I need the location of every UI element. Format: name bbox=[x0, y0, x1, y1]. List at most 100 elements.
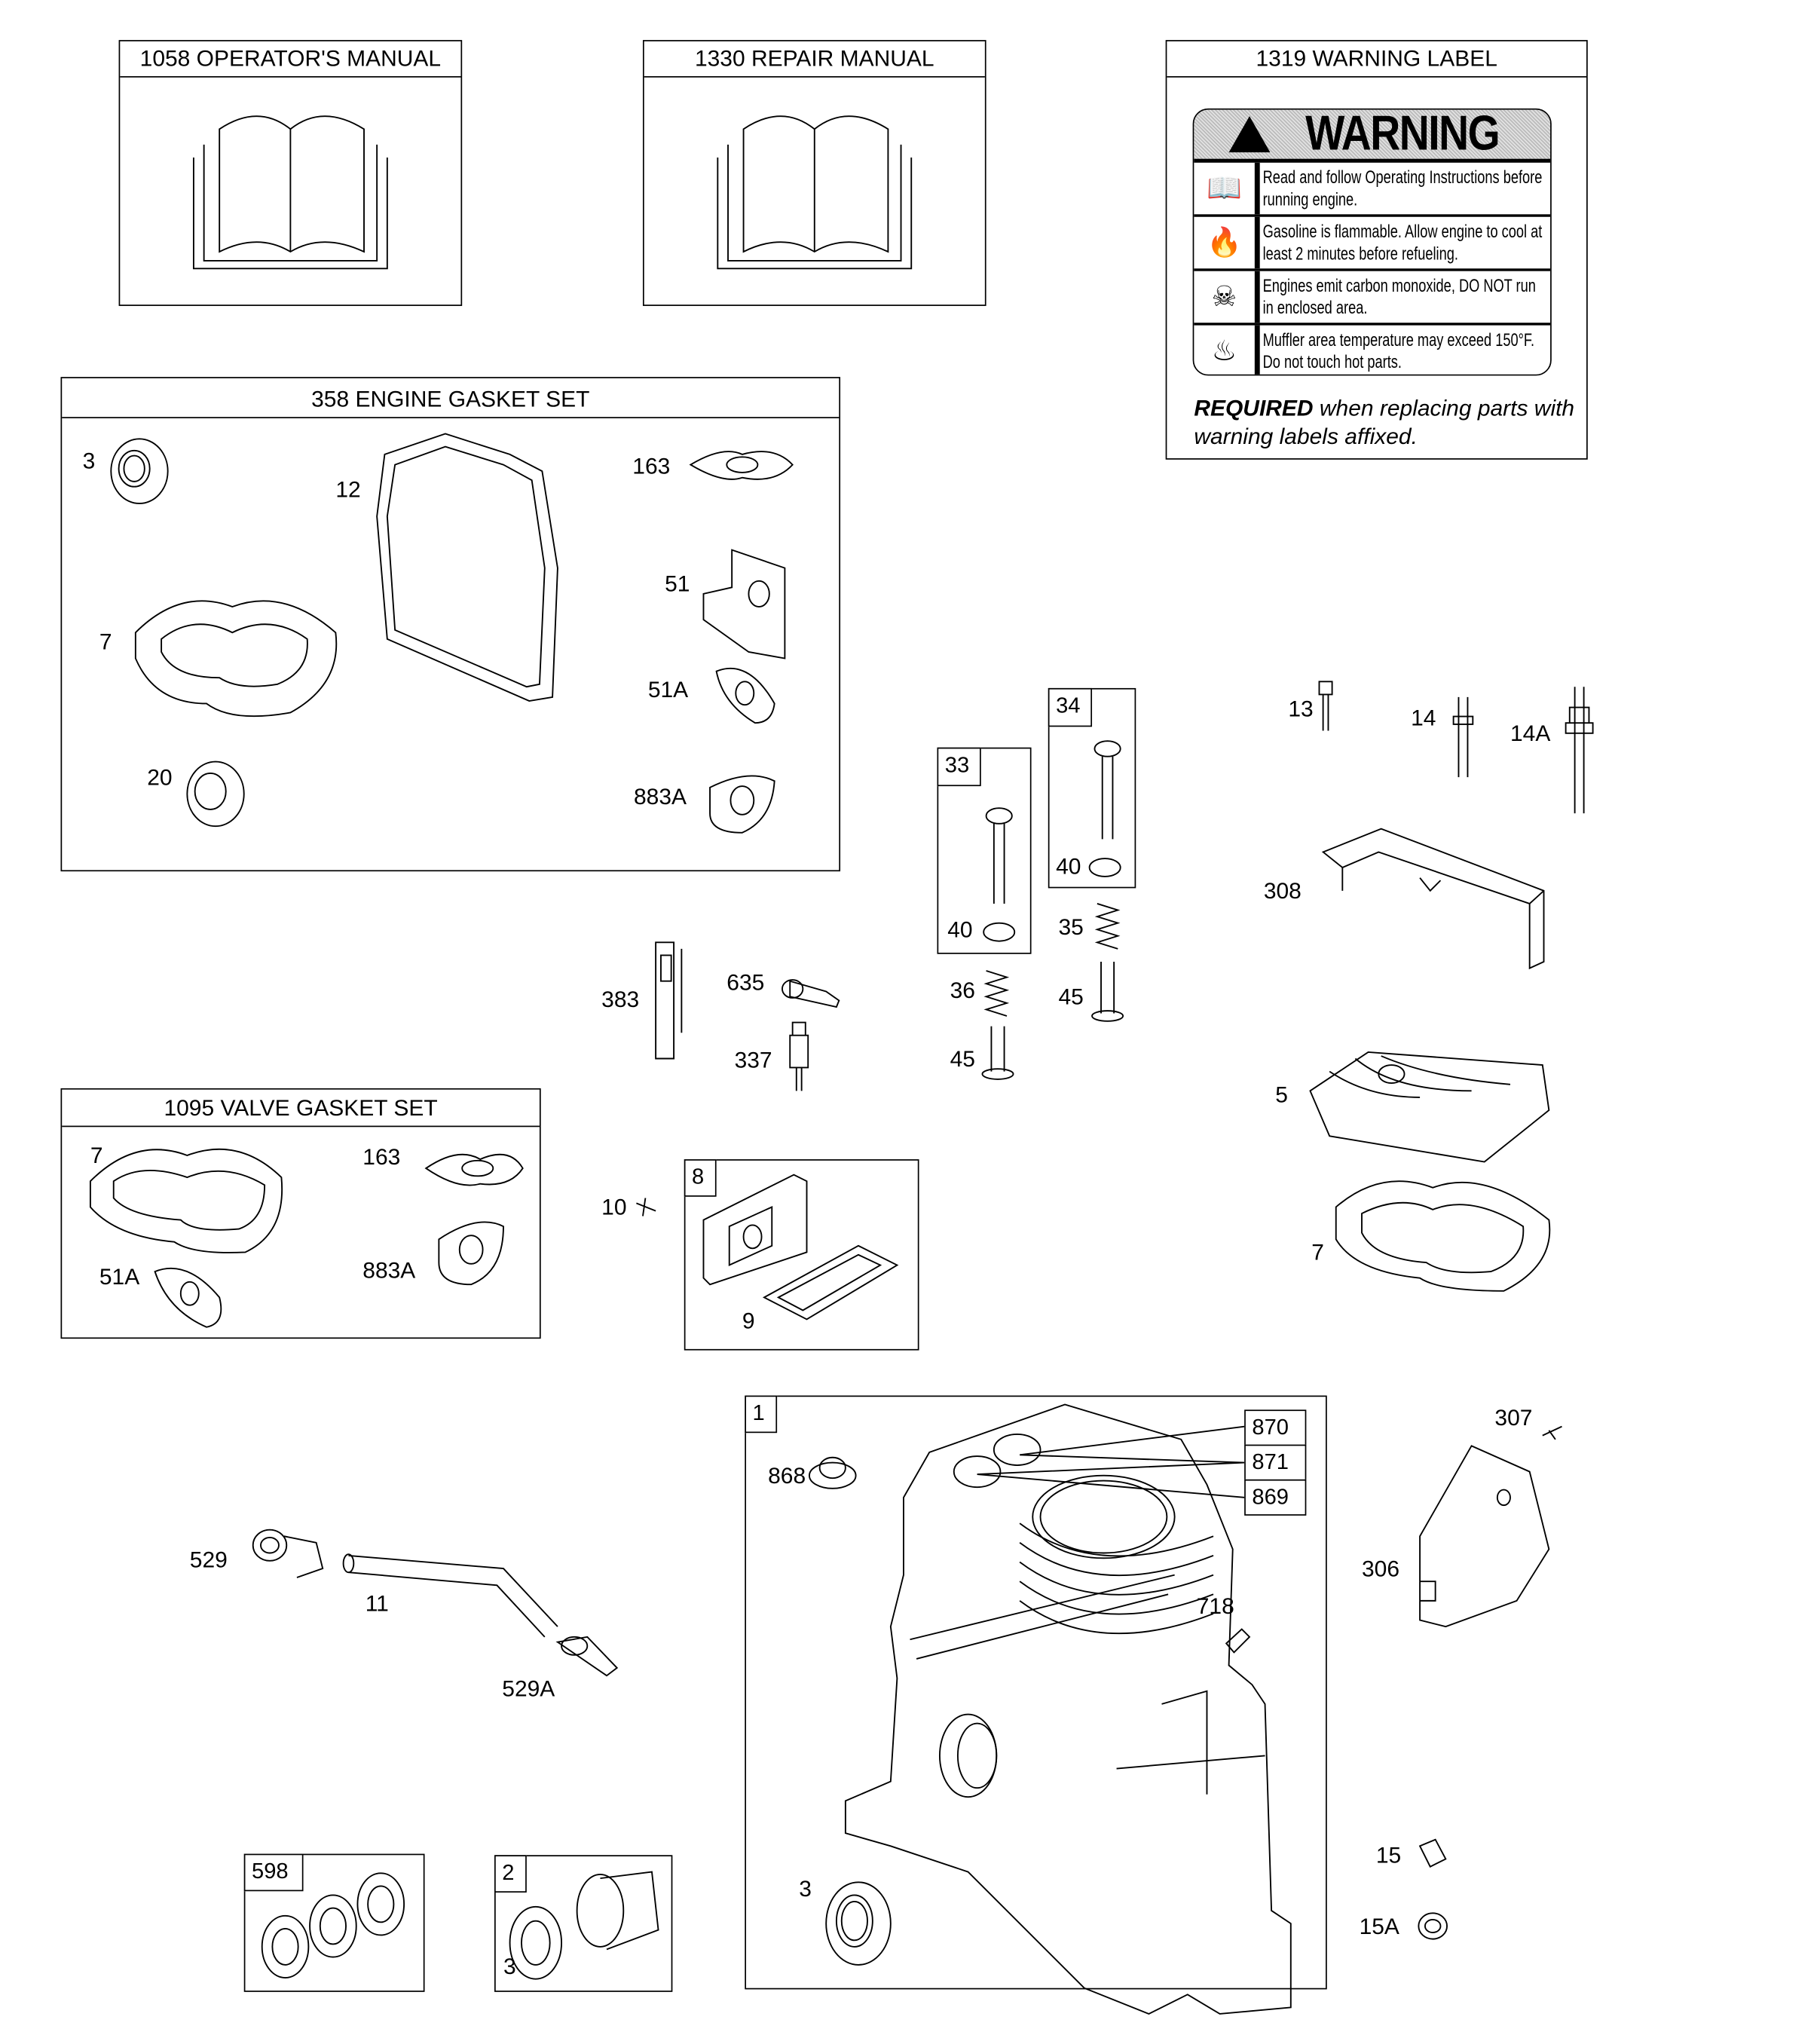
warning-text: Muffler area temperature may exceed 150°… bbox=[1262, 329, 1535, 372]
operators-manual-kit: 1058 OPERATOR'S MANUAL bbox=[118, 40, 463, 306]
retainer-40 bbox=[983, 922, 1016, 942]
kit-title: 1095 VALVE GASKET SET bbox=[62, 1090, 540, 1128]
part-tag: 869 bbox=[1244, 1479, 1307, 1516]
callout: 529A bbox=[502, 1675, 555, 1702]
warning-heading: WARNING bbox=[1305, 108, 1500, 161]
kit-598-box bbox=[243, 1853, 425, 1992]
callout: 14A bbox=[1510, 720, 1551, 746]
spark-plug-337 bbox=[789, 1021, 809, 1091]
kit-title: 358 ENGINE GASKET SET bbox=[62, 378, 840, 418]
engine-gasket-set-kit: 358 ENGINE GASKET SET bbox=[60, 377, 841, 872]
book-icon: 📖 bbox=[1194, 162, 1260, 215]
callout: 3 bbox=[82, 448, 96, 474]
valve-34-box bbox=[1048, 687, 1136, 889]
screw-307 bbox=[1542, 1425, 1562, 1440]
exhaust-gasket-163 bbox=[424, 1153, 524, 1186]
elbow-529A bbox=[555, 1636, 619, 1677]
carbon-monoxide-icon: ☠ bbox=[1194, 271, 1260, 323]
callout: 868 bbox=[768, 1462, 806, 1489]
callout: 163 bbox=[362, 1143, 401, 1170]
spark-plug-boot-635 bbox=[782, 979, 840, 1008]
gasket-51A bbox=[154, 1267, 222, 1328]
callout: 51A bbox=[647, 676, 689, 702]
armature-383 bbox=[655, 941, 683, 1060]
callout: 5 bbox=[1275, 1082, 1288, 1108]
callout: 40 bbox=[1056, 853, 1081, 880]
callout: 337 bbox=[734, 1047, 772, 1073]
warning-text: Engines emit carbon monoxide, DO NOT run… bbox=[1262, 274, 1536, 318]
elbow-529 bbox=[252, 1529, 324, 1578]
callout: 13 bbox=[1288, 696, 1314, 722]
callout: 10 bbox=[601, 1194, 627, 1220]
callout: 11 bbox=[365, 1590, 389, 1617]
rocker-cover-308 bbox=[1321, 828, 1545, 970]
oil-seal-3 bbox=[825, 1881, 892, 1966]
lifter-45 bbox=[1091, 962, 1124, 1022]
callout: 20 bbox=[147, 764, 173, 791]
part-tag: 33 bbox=[937, 747, 981, 787]
part-tag: 34 bbox=[1048, 687, 1093, 727]
callout: 40 bbox=[947, 917, 973, 943]
head-gasket-7 bbox=[134, 600, 338, 718]
part-tag: 870 bbox=[1244, 1409, 1307, 1446]
book-icon bbox=[717, 115, 913, 270]
callout: 9 bbox=[742, 1308, 755, 1334]
required-text: when replacing parts with warning labels… bbox=[1194, 395, 1575, 450]
spring-36 bbox=[983, 970, 1010, 1017]
cylinder-head-5 bbox=[1309, 1051, 1550, 1163]
warning-text: Read and follow Operating Instructions b… bbox=[1262, 166, 1543, 210]
screw-13 bbox=[1318, 681, 1333, 731]
callout: 51 bbox=[665, 571, 690, 597]
oil-seal-3 bbox=[110, 438, 169, 504]
head-gasket-7 bbox=[89, 1148, 283, 1253]
callout: 883A bbox=[633, 783, 687, 809]
callout: 163 bbox=[632, 453, 671, 479]
valve-33-box bbox=[937, 747, 1032, 954]
callout: 383 bbox=[601, 986, 640, 1012]
repair-manual-kit: 1330 REPAIR MANUAL bbox=[642, 40, 986, 306]
bearing-2 bbox=[509, 1871, 659, 1980]
callout: 7 bbox=[99, 629, 112, 655]
screw-10 bbox=[636, 1198, 656, 1216]
callout: 45 bbox=[1058, 984, 1084, 1010]
gasket-51 bbox=[702, 549, 786, 659]
book-icon bbox=[192, 115, 388, 270]
crankcase-gasket-12 bbox=[376, 433, 558, 702]
callout: 635 bbox=[726, 969, 765, 996]
part-tag: 2 bbox=[494, 1855, 527, 1893]
callout: 718 bbox=[1196, 1593, 1234, 1619]
callout: 15 bbox=[1375, 1842, 1402, 1868]
stud-14 bbox=[1452, 696, 1474, 778]
warning-triangle-icon bbox=[1228, 116, 1270, 153]
cylinder-block-1 bbox=[844, 1403, 1292, 2015]
cylinder-shield-306 bbox=[1419, 1445, 1550, 1628]
plug-15 bbox=[1418, 1838, 1447, 1868]
lifter-45 bbox=[981, 1026, 1014, 1080]
kit-title: 1058 OPERATOR'S MANUAL bbox=[120, 41, 461, 78]
part-tag: 1 bbox=[745, 1395, 778, 1434]
part-tag: 598 bbox=[243, 1853, 304, 1892]
warning-text: Gasoline is flammable. Allow engine to c… bbox=[1262, 220, 1543, 264]
callout: 7 bbox=[1311, 1239, 1324, 1265]
callout: 7 bbox=[90, 1142, 103, 1169]
pin-718 bbox=[1225, 1628, 1251, 1654]
oil-seal-20 bbox=[186, 760, 245, 828]
part-tag: 871 bbox=[1244, 1444, 1307, 1481]
breather-tube-11 bbox=[342, 1553, 558, 1638]
kit-title: 1330 REPAIR MANUAL bbox=[644, 41, 985, 78]
callout: 14 bbox=[1411, 705, 1436, 731]
head-gasket-7 bbox=[1335, 1180, 1551, 1292]
callout: 3 bbox=[799, 1875, 812, 1902]
stud-14A bbox=[1565, 687, 1594, 814]
valve-gasket-set-kit: 1095 VALVE GASKET SET bbox=[60, 1088, 541, 1339]
plug-15A bbox=[1418, 1912, 1448, 1940]
callout: 15A bbox=[1359, 1913, 1399, 1939]
callout: 35 bbox=[1058, 913, 1084, 940]
callout: 308 bbox=[1263, 877, 1302, 904]
hot-surface-icon: ♨ bbox=[1194, 325, 1260, 375]
required-note: REQUIRED when replacing parts with warni… bbox=[1194, 393, 1574, 450]
washers-598 bbox=[261, 1872, 405, 1978]
callout: 307 bbox=[1494, 1404, 1533, 1431]
